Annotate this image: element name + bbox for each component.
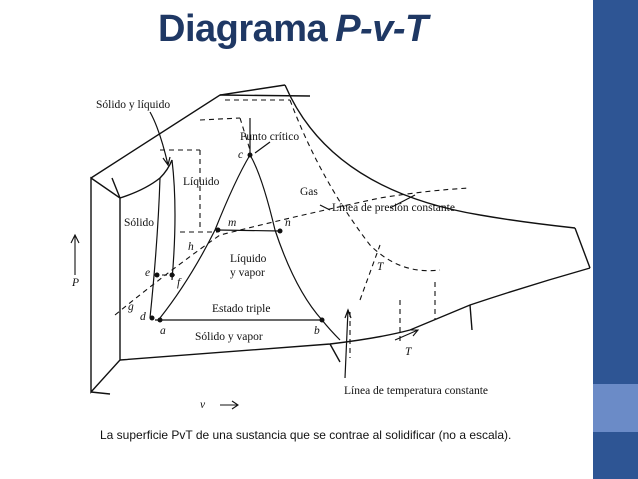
label-triple-state: Estado triple: [212, 303, 270, 315]
dashed-lines: [114, 99, 471, 358]
point-b: [319, 317, 325, 323]
label-liquid-vapor-2: y vapor: [230, 267, 265, 279]
label-p-axis: P: [71, 277, 79, 289]
label-point-h: h: [188, 241, 194, 253]
label-v-axis: v: [200, 399, 206, 411]
point-m: [215, 227, 221, 233]
label-t-axis: T: [405, 346, 413, 358]
figure-caption: La superficie PvT de una sustancia que s…: [100, 428, 512, 442]
title-main: Diagrama: [158, 8, 328, 50]
pointer-arrows: [149, 111, 416, 379]
point-e: [154, 272, 160, 278]
label-point-c: c: [238, 149, 243, 161]
t-axis-arrow: [394, 329, 419, 341]
label-gas: Gas: [300, 186, 318, 198]
label-point-a: a: [160, 325, 166, 337]
label-critical-point: Punto crítico: [240, 131, 299, 143]
label-point-f: f: [177, 277, 182, 289]
point-f: [169, 272, 175, 278]
label-solid-liquid: Sólido y líquido: [96, 99, 170, 111]
state-points: [149, 152, 325, 323]
label-point-b: b: [314, 325, 320, 337]
point-n: [277, 228, 283, 234]
point-c: [247, 152, 253, 158]
label-point-e: e: [145, 267, 150, 279]
label-point-g: g: [128, 301, 134, 313]
surface-outline: [90, 84, 591, 395]
label-liquid: Líquido: [183, 176, 220, 188]
label-point-m: m: [228, 217, 236, 229]
label-solid: Sólido: [124, 217, 154, 229]
label-constant-pressure: Línea de presión constante: [332, 202, 455, 214]
label-solid-vapor: Sólido y vapor: [195, 331, 263, 343]
axis-arrows: [70, 233, 420, 410]
point-d: [149, 315, 155, 321]
label-constant-temperature: Línea de temperatura constante: [344, 385, 488, 397]
point-a: [157, 317, 163, 323]
label-point-d: d: [140, 311, 146, 323]
side-accent: [593, 384, 638, 432]
title-italic: P-v-T: [335, 8, 428, 50]
label-tc: T: [377, 261, 385, 273]
label-liquid-vapor-1: Líquido: [230, 253, 267, 265]
label-point-n: n: [285, 217, 291, 229]
